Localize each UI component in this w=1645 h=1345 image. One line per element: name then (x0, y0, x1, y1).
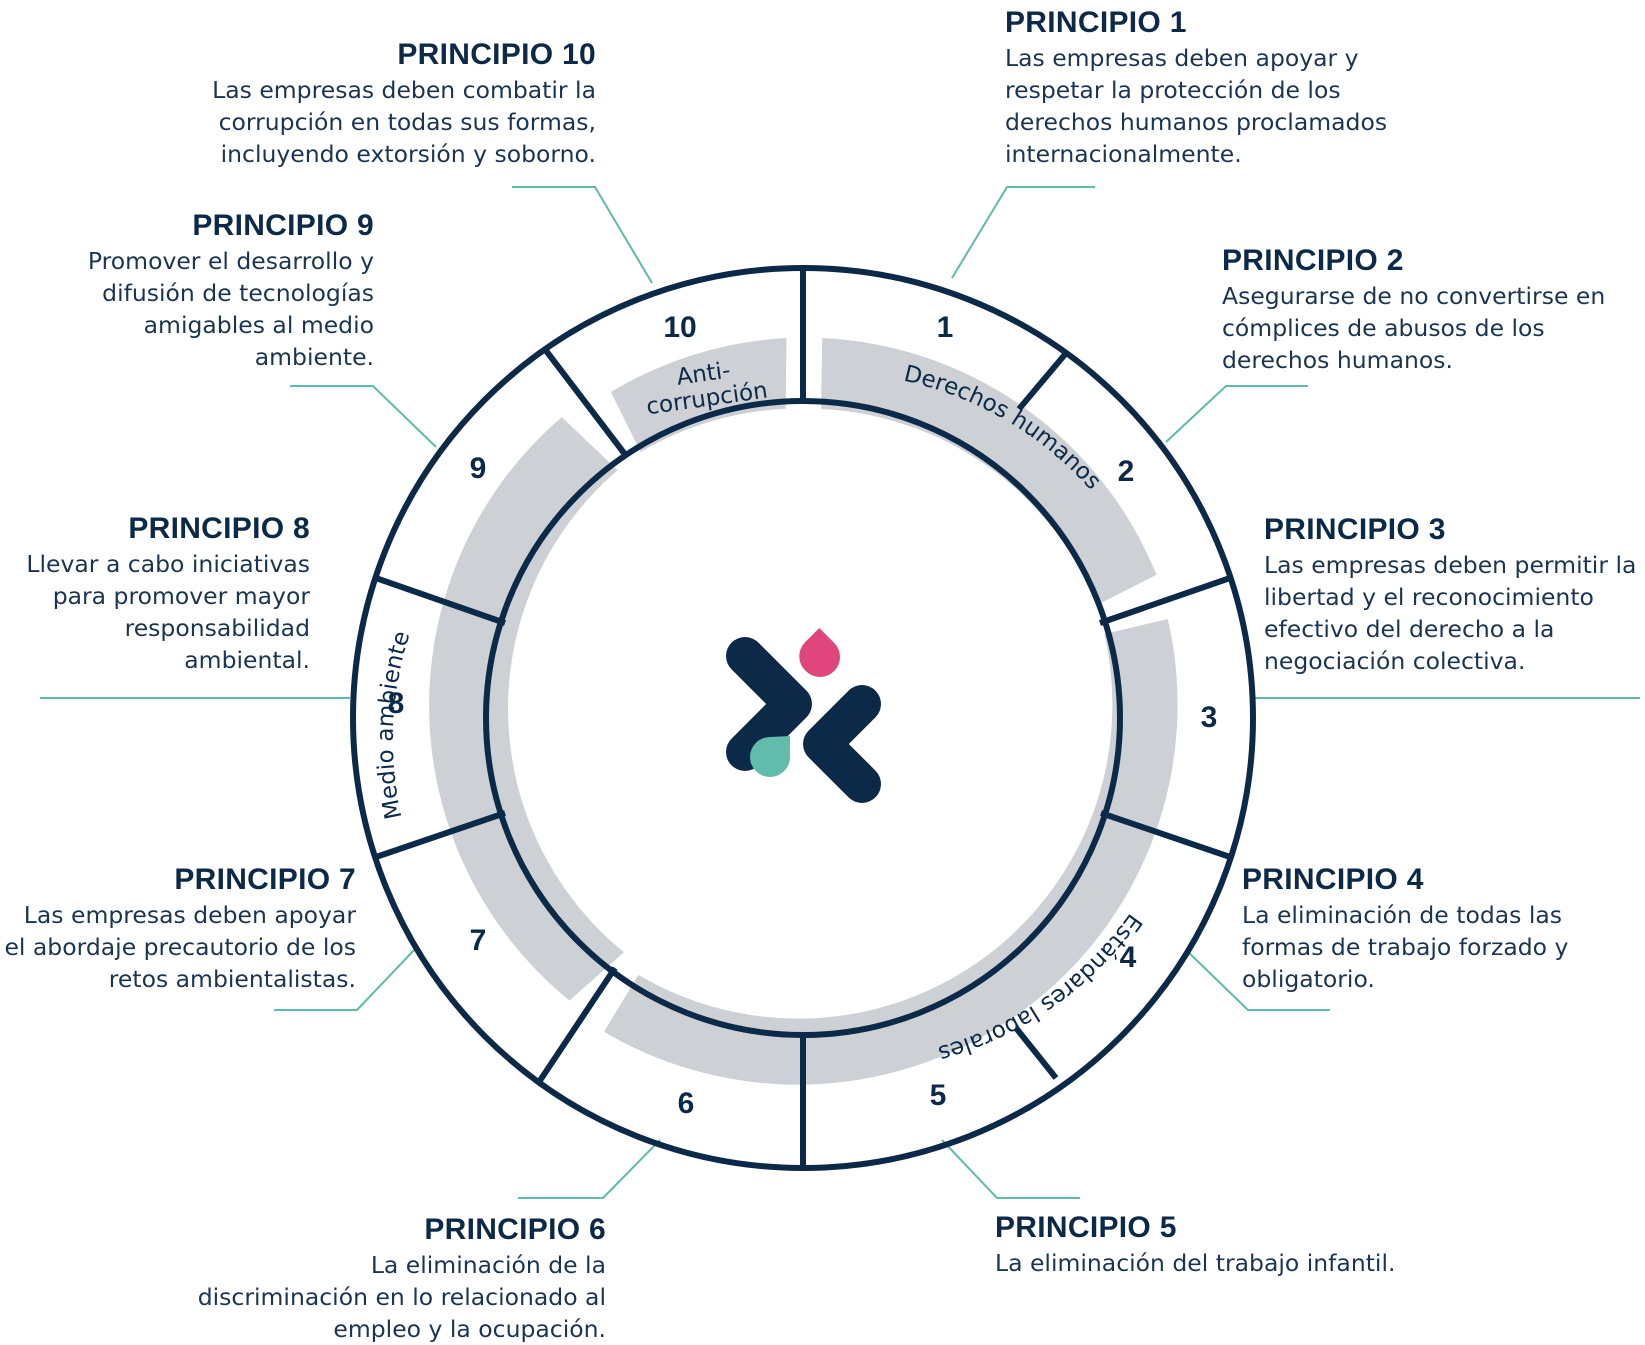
principle-2: PRINCIPIO 2 Asegurarse de no convertirse… (1222, 244, 1622, 376)
segment-number-4: 4 (1120, 941, 1137, 974)
divider-4-5 (1013, 1026, 1059, 1080)
principle-2-title: PRINCIPIO 2 (1222, 244, 1404, 277)
logo-pink-drop-icon (799, 628, 840, 677)
segment-number-10: 10 (663, 311, 696, 344)
segment-number-5: 5 (930, 1079, 947, 1112)
segment-number-2: 2 (1118, 455, 1135, 488)
segment-number-1: 1 (937, 311, 954, 344)
band-environment (429, 417, 624, 1001)
category-bands (429, 338, 1178, 1085)
principle-1-title: PRINCIPIO 1 (1005, 6, 1187, 39)
divider-8-9 (372, 574, 506, 626)
segment-number-6: 6 (678, 1087, 695, 1120)
principle-6-text: La eliminación de la discriminación en l… (197, 1251, 606, 1343)
principle-5-title: PRINCIPIO 5 (995, 1211, 1177, 1244)
divider-7-8 (372, 810, 506, 861)
principle-2-text: Asegurarse de no convertirse en cómplice… (1222, 282, 1606, 374)
principle-5: PRINCIPIO 5 La eliminación del trabajo i… (995, 1211, 1515, 1279)
connector-principle-7 (274, 947, 417, 1011)
segment-number-8: 8 (388, 687, 405, 720)
principle-3-text: Las empresas deben permitir la libertad … (1264, 551, 1637, 675)
principle-7-title: PRINCIPIO 7 (174, 863, 356, 896)
principle-7: PRINCIPIO 7 Las empresas deben apoyar el… (4, 863, 356, 995)
principle-6-title: PRINCIPIO 6 (424, 1213, 606, 1246)
principle-1: PRINCIPIO 1 Las empresas deben apoyar y … (1005, 6, 1425, 170)
divider-2-3 (1099, 574, 1234, 626)
segment-numbers: 1 2 3 4 5 6 7 8 9 10 (388, 311, 1218, 1120)
principle-9-text: Promover el desarrollo y difusión de tec… (87, 247, 374, 371)
band-human-rights (821, 338, 1157, 605)
principle-3: PRINCIPIO 3 Las empresas deben permitir … (1264, 513, 1642, 677)
principle-7-text: Las empresas deben apoyar el abordaje pr… (4, 901, 356, 993)
principle-8: PRINCIPIO 8 Llevar a cabo iniciativas pa… (4, 512, 310, 676)
principle-4-text: La eliminación de todas las formas de tr… (1242, 901, 1569, 993)
connector-principle-9 (290, 385, 437, 448)
logo-chevron-right-icon (803, 685, 881, 803)
divider-1-2 (1016, 350, 1070, 411)
principle-4-title: PRINCIPIO 4 (1242, 863, 1424, 896)
principle-9-title: PRINCIPIO 9 (192, 209, 374, 242)
segment-number-7: 7 (470, 924, 487, 957)
connector-principle-5 (941, 1139, 1080, 1199)
principle-1-text: Las empresas deben apoyar y respetar la … (1005, 44, 1388, 168)
logo-teal-drop-icon (750, 736, 790, 777)
divider-9-10 (541, 346, 630, 459)
principle-3-title: PRINCIPIO 3 (1264, 513, 1446, 546)
principle-9: PRINCIPIO 9 Promover el desarrollo y dif… (54, 209, 374, 373)
principle-4: PRINCIPIO 4 La eliminación de todas las … (1242, 863, 1602, 995)
ring (350, 265, 1256, 1171)
segment-number-3: 3 (1201, 701, 1218, 734)
category-label-environment: Medio ambiente (373, 628, 416, 821)
divider-6-7 (536, 966, 618, 1084)
principle-10-text: Las empresas deben combatir la corrupció… (212, 76, 596, 168)
principle-6: PRINCIPIO 6 La eliminación de la discrim… (196, 1213, 606, 1345)
principle-8-title: PRINCIPIO 8 (128, 512, 310, 545)
principle-5-text: La eliminación del trabajo infantil. (995, 1249, 1396, 1277)
center-logo (726, 628, 881, 803)
divider-3-4 (1100, 810, 1234, 861)
segment-number-9: 9 (470, 452, 487, 485)
band-labor (604, 619, 1178, 1085)
category-label-environment-path: Medio ambiente (373, 628, 416, 821)
band-anticorruption (610, 338, 787, 452)
principle-8-text: Llevar a cabo iniciativas para promover … (26, 550, 310, 674)
connector-principle-10 (512, 186, 653, 284)
connector-principle-6 (518, 1139, 661, 1199)
principle-10: PRINCIPIO 10 Las empresas deben combatir… (166, 38, 596, 170)
connector-lines (40, 186, 1640, 1199)
connector-principle-2 (1165, 385, 1308, 443)
principle-10-title: PRINCIPIO 10 (397, 38, 596, 71)
logo-chevron-left-icon (726, 637, 812, 771)
connector-principle-4 (1185, 949, 1330, 1011)
connector-principle-1 (951, 186, 1095, 279)
